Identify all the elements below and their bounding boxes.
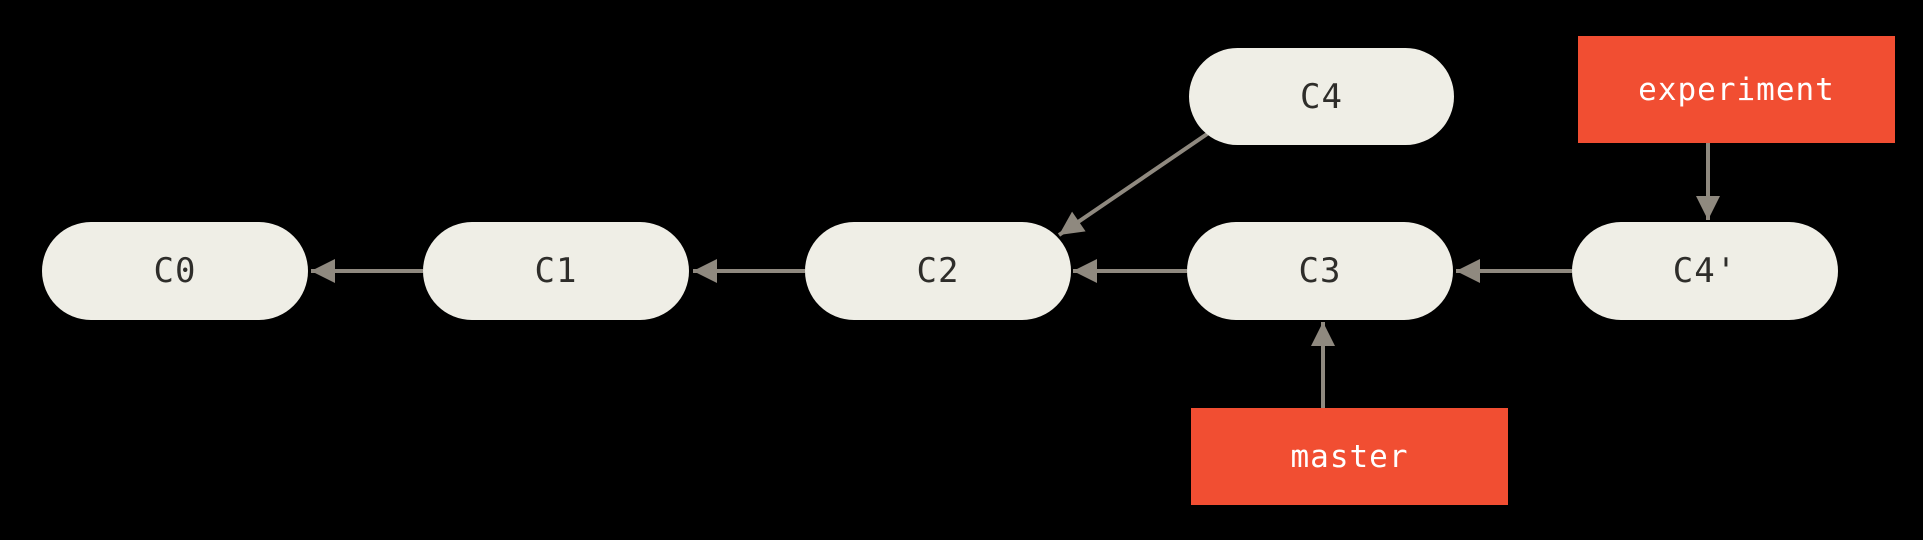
commit-label-c1: C1 <box>534 251 578 291</box>
commit-node-c4: C4 <box>1189 48 1454 145</box>
commit-label-c2: C2 <box>916 251 960 291</box>
commit-label-c4prime: C4' <box>1672 251 1738 291</box>
commit-label-c4: C4 <box>1300 76 1343 117</box>
commit-node-c0: C0 <box>42 222 308 320</box>
commit-node-c4prime: C4' <box>1572 222 1838 320</box>
edge-arrow-c4-to-c2 <box>1057 115 1234 237</box>
commit-label-c0: C0 <box>153 251 197 291</box>
commit-node-c1: C1 <box>423 222 689 320</box>
branch-label-experiment-text: experiment <box>1638 71 1835 108</box>
commit-node-c3: C3 <box>1187 222 1453 320</box>
branch-label-master: master <box>1191 408 1508 505</box>
branch-label-master-text: master <box>1290 438 1409 475</box>
commit-node-c2: C2 <box>805 222 1071 320</box>
commit-label-c3: C3 <box>1298 251 1342 291</box>
branch-label-experiment: experiment <box>1578 36 1895 143</box>
